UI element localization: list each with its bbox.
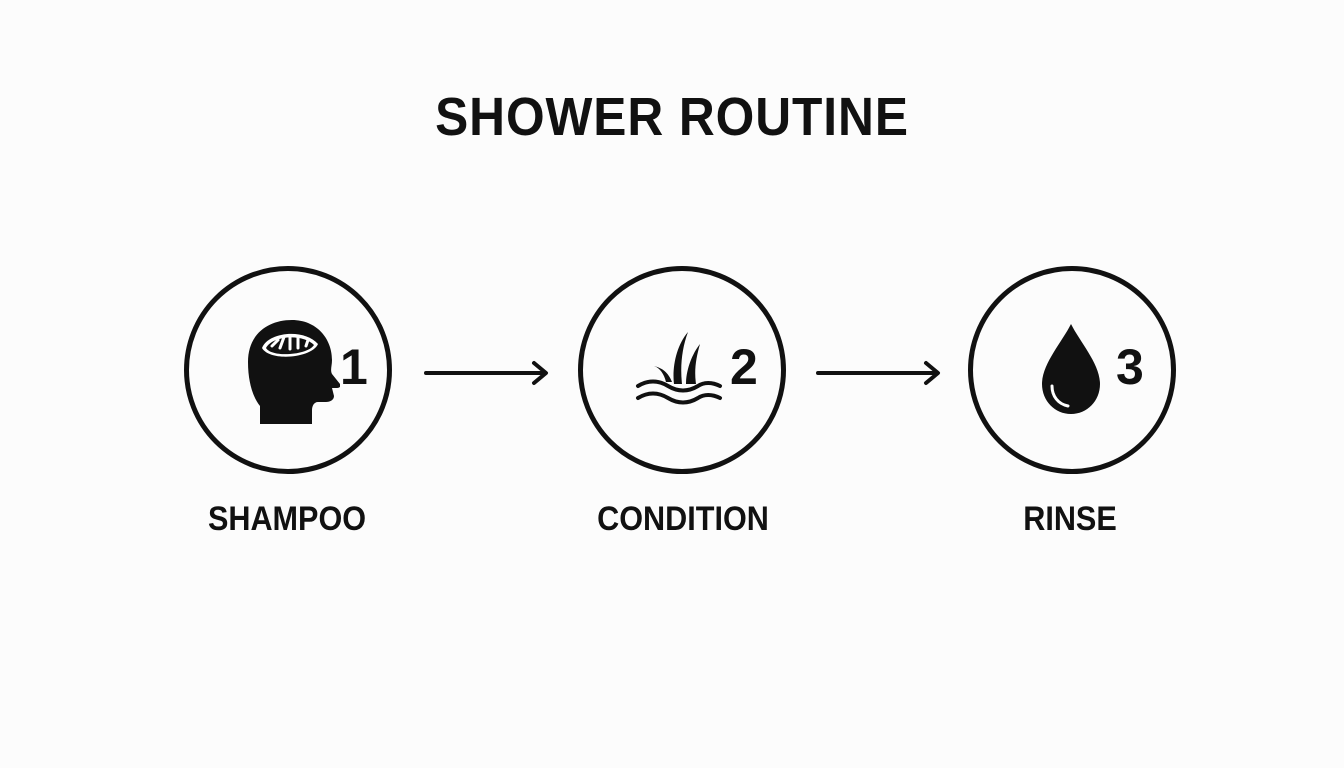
step-number: 2 <box>730 339 758 395</box>
step-condition: 2 <box>578 266 786 474</box>
step-circle <box>578 266 786 474</box>
diagram-title: SHOWER ROUTINE <box>435 87 909 147</box>
arrow-right-icon <box>816 361 940 385</box>
step-label-rinse: RINSE <box>1023 500 1117 538</box>
water-drop-icon <box>1042 324 1100 414</box>
head-scalp-icon <box>248 320 340 424</box>
step-label-shampoo: SHAMPOO <box>207 500 367 538</box>
step-number: 3 <box>1116 339 1144 395</box>
step-circle <box>184 266 392 474</box>
step-circle <box>968 266 1176 474</box>
step-number: 1 <box>340 339 368 395</box>
hair-strands-icon <box>636 332 722 405</box>
step-label-condition: CONDITION <box>597 500 769 538</box>
step-rinse: 3 <box>968 266 1176 474</box>
arrow-right-icon <box>424 361 548 385</box>
step-shampoo: 1 <box>184 266 392 474</box>
